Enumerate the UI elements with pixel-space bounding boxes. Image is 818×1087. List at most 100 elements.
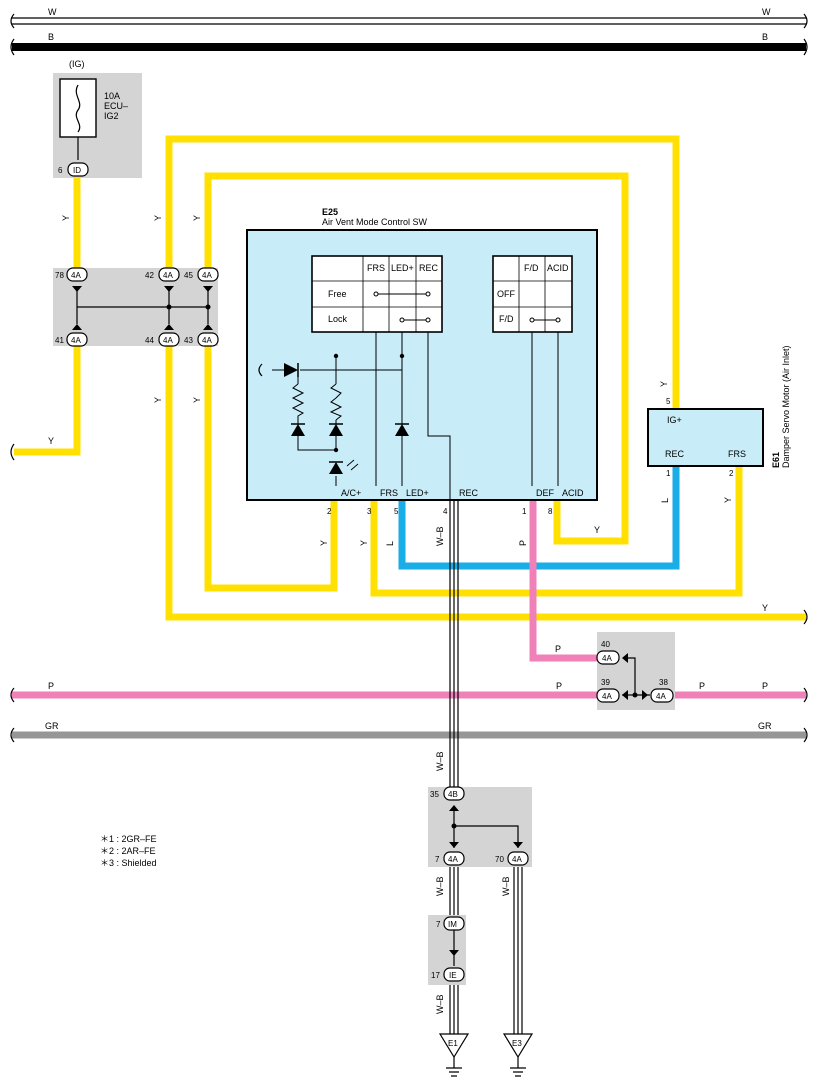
svg-text:4A: 4A — [602, 654, 612, 663]
svg-text:REC: REC — [419, 263, 439, 273]
motor-terminal-frs: FRS — [728, 449, 746, 459]
svg-text:IE: IE — [449, 971, 457, 980]
svg-text:2: 2 — [327, 507, 332, 516]
fuse-connector — [67, 162, 89, 177]
wire-label-l1: L — [385, 541, 395, 546]
svg-text:4A: 4A — [202, 271, 212, 280]
svg-text:ID: ID — [73, 166, 81, 175]
wire-label-p4: P — [699, 681, 705, 691]
terminal-frs: FRS — [380, 488, 398, 498]
svg-text:E1: E1 — [448, 1039, 458, 1048]
fuse-name-2: IG2 — [104, 111, 119, 121]
svg-text:LED+: LED+ — [391, 263, 414, 273]
fuse-pin: 6 — [58, 166, 63, 175]
terminal-def: DEF — [536, 488, 555, 498]
svg-text:OFF: OFF — [497, 289, 515, 299]
wire-label-y3: Y — [192, 215, 202, 221]
svg-text:4A: 4A — [656, 692, 666, 701]
motor-terminal-ig: IG+ — [667, 415, 682, 425]
svg-text:70: 70 — [495, 855, 504, 864]
ground-e3: E3 — [502, 1033, 534, 1077]
svg-text:41: 41 — [55, 336, 64, 345]
bus-gr: GR GR — [10, 721, 808, 743]
svg-text:1: 1 — [666, 469, 671, 478]
wire-label-y9: Y — [594, 525, 600, 535]
svg-text:7: 7 — [435, 855, 440, 864]
bus-w: W W — [10, 7, 808, 29]
svg-text:1: 1 — [522, 507, 527, 516]
svg-text:F/D: F/D — [499, 314, 514, 324]
bus-gr-label-right: GR — [758, 721, 772, 731]
junction-left: 4A 4A 4A 78 42 45 4A 4A 4A 41 44 43 — [55, 267, 219, 347]
svg-text:3: 3 — [367, 507, 372, 516]
motor-name: Damper Servo Motor (Air Inlet) — [781, 345, 791, 468]
svg-text:5: 5 — [666, 397, 671, 406]
svg-text:4A: 4A — [602, 692, 612, 701]
bus-p-label-right: P — [762, 681, 768, 691]
svg-text:Free: Free — [328, 289, 347, 299]
wire-label-l2: L — [660, 498, 670, 503]
svg-text:78: 78 — [55, 271, 64, 280]
wire-label-y11: Y — [723, 497, 733, 503]
wire-label-y6: Y — [48, 436, 54, 446]
ground-e1: E1 — [438, 1033, 470, 1077]
wire-label-wb4: W–B — [501, 876, 511, 896]
svg-text:17: 17 — [431, 971, 440, 980]
junction-right: 4A 4A 4A 40 39 38 — [596, 640, 674, 703]
wire-label-y10: Y — [659, 381, 669, 387]
wire-label-p3: P — [556, 681, 562, 691]
wire-label-y7: Y — [319, 540, 329, 546]
bus-gr-label-left: GR — [45, 721, 59, 731]
motor-code: E61 — [771, 452, 781, 468]
pink-wires — [12, 500, 806, 699]
svg-text:4A: 4A — [163, 271, 173, 280]
bus-p-label-left: P — [48, 681, 54, 691]
note-1: ＊1 : 2GR–FE — [100, 834, 157, 844]
switch-table-2: F/D ACID OFF F/D — [492, 255, 573, 333]
svg-text:4B: 4B — [448, 790, 458, 799]
terminal-ledplus: LED+ — [406, 488, 429, 498]
wire-label-wb1: W–B — [435, 526, 445, 546]
svg-text:4A: 4A — [71, 271, 81, 280]
svg-text:39: 39 — [601, 678, 610, 687]
svg-text:45: 45 — [184, 271, 193, 280]
wire-label-wb5: W–B — [435, 994, 445, 1014]
svg-text:IM: IM — [448, 920, 457, 929]
wire-label-y12: Y — [762, 603, 768, 613]
svg-text:42: 42 — [145, 271, 154, 280]
svg-text:E3: E3 — [512, 1039, 522, 1048]
fuse-source-label: (IG) — [69, 59, 85, 69]
switch-table-1: FRS LED+ REC Free Lock — [311, 255, 443, 333]
fuse: (IG) 10A ECU– IG2 6 ID — [58, 59, 128, 177]
wb-wires — [449, 500, 523, 1034]
inline-connectors: IM IE 7 17 — [431, 916, 465, 982]
wire-label-y2: Y — [153, 215, 163, 221]
bus-b-label-right: B — [762, 32, 768, 42]
svg-text:4: 4 — [443, 507, 448, 516]
notes: ＊1 : 2GR–FE ＊2 : 2AR–FE ＊3 : Shielded — [100, 834, 157, 868]
svg-text:F/D: F/D — [524, 263, 539, 273]
wire-label-y4: Y — [153, 397, 163, 403]
wire-label-p2: P — [555, 644, 561, 654]
bus-w-label-left: W — [48, 7, 57, 17]
svg-text:4A: 4A — [71, 336, 81, 345]
motor-e61: IG+ REC FRS 5 1 2 E61 Damper Servo Motor… — [647, 345, 791, 478]
svg-text:ACID: ACID — [547, 263, 569, 273]
note-2: ＊2 : 2AR–FE — [100, 846, 156, 856]
junction-ground: 4B 4A 4A 35 7 70 — [430, 786, 529, 866]
switch-e25: E25 Air Vent Mode Control SW FRS LED+ RE… — [246, 207, 598, 516]
terminal-rec: REC — [459, 488, 479, 498]
wire-label-wb3: W–B — [435, 876, 445, 896]
svg-text:4A: 4A — [448, 855, 458, 864]
svg-text:4A: 4A — [202, 336, 212, 345]
wire-label-wb2: W–B — [435, 751, 445, 771]
svg-text:5: 5 — [394, 507, 399, 516]
fuse-rating: 10A — [104, 91, 120, 101]
blue-wire — [398, 466, 680, 570]
svg-text:2: 2 — [729, 469, 734, 478]
bus-b: B B — [10, 32, 808, 56]
svg-text:7: 7 — [436, 920, 441, 929]
fuse-name-1: ECU– — [104, 101, 128, 111]
svg-text:Lock: Lock — [328, 314, 348, 324]
